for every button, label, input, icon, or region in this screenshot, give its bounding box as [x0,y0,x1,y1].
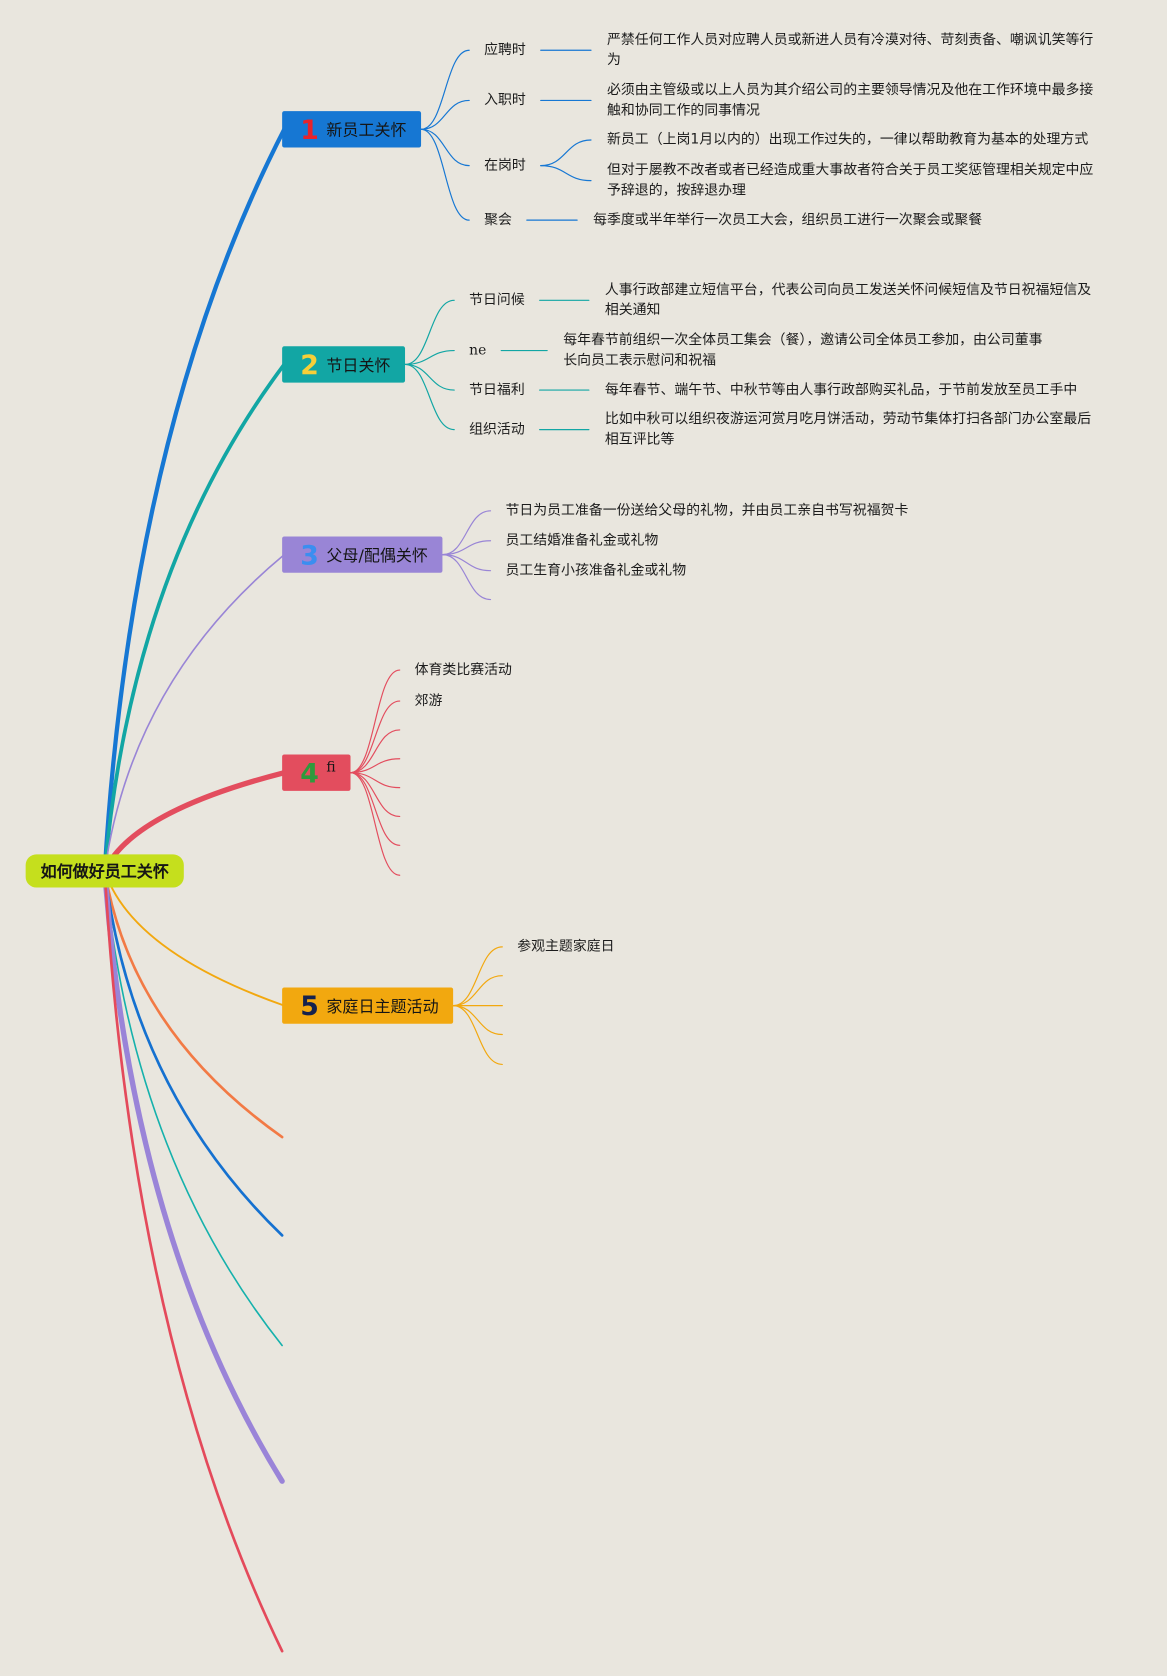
sub-topic[interactable]: 应聘时 [484,42,526,59]
detail-topic[interactable]: 但对于屡教不改者或者已经造成重大事故者符合关于员工奖惩管理相关规定中应予辞退的，… [607,162,1094,199]
sub-topic-line [404,299,455,366]
detail-topic[interactable]: 必须由主管级或以上人员为其介绍公司的主要领导情况及他在工作环境中最多接触和协同工… [607,82,1094,119]
sub-topic-line [452,1005,503,1065]
sub-topic-line [452,946,503,1007]
sub-topic[interactable]: 在岗时 [484,157,526,174]
detail-topic[interactable]: 严禁任何工作人员对应聘人员或新进人员有冷漠对待、苛刻责备、嘲讽讥笑等行为 [607,32,1094,69]
sub-topic[interactable]: 员工生育小孩准备礼金或礼物 [505,562,687,579]
sub-topic-line [452,975,503,1007]
main-branch-line [102,362,287,873]
branch-topic-3[interactable]: 3 父母/配偶关怀 [282,536,443,573]
sub-topic-line [349,669,401,774]
detail-topic[interactable]: 人事行政部建立短信平台，代表公司向员工发送关怀问候短信及节日祝福短信及相关通知 [604,282,1092,319]
detail-topic[interactable]: 新员工（上岗1月以内的）出现工作过失的，一律以帮助教育为基本的处理方式 [607,131,1089,149]
sub-topic-line [349,772,401,818]
root-topic[interactable]: 如何做好员工关怀 [25,854,184,888]
sub-topic-line [404,349,455,366]
sub-topic[interactable]: 聚会 [484,212,512,229]
detail-line [540,139,592,167]
sub-topic-line [420,128,470,221]
detail-topic[interactable]: 每季度或半年举行一次员工大会，组织员工进行一次聚会或聚餐 [593,212,983,229]
sub-topic[interactable]: 节日问候 [469,292,525,309]
detail-topic[interactable]: 比如中秋可以组织夜游运河赏月吃月饼活动，劳动节集体打扫各部门办公室最后相互评比等 [604,411,1092,448]
branch-number-marker: 2 [300,348,319,380]
main-branch-line [102,127,287,874]
sub-topic[interactable]: 节日为员工准备一份送给父母的礼物，并由员工亲自书写祝福贺卡 [505,502,909,519]
branch-number-marker: 4 [300,757,319,789]
sub-topic[interactable]: ne [469,342,487,359]
empty-branch-line [103,869,284,1139]
sub-topic-line [420,49,470,130]
detail-line [540,165,592,182]
empty-branch-line [103,870,283,1347]
sub-topic[interactable]: 节日福利 [469,382,525,399]
sub-topic-line [441,510,492,556]
empty-branch-line [103,869,284,1653]
empty-branch-line [102,868,285,1484]
main-branch-line [103,553,286,872]
branch-label: 节日关怀 [326,355,391,375]
sub-topic-line [349,758,401,774]
branch-topic-1[interactable]: 1 新员工关怀 [282,111,422,148]
sub-topic[interactable]: 体育类比赛活动 [414,662,512,679]
branch-label: 父母/配偶关怀 [326,545,428,565]
sub-topic[interactable]: 员工结婚准备礼金或礼物 [505,532,659,549]
sub-topic-line [441,554,492,572]
sub-topic-line [349,700,401,774]
branch-number-marker: 5 [300,990,319,1022]
sub-topic-line [404,363,455,431]
branch-label: 家庭日主题活动 [326,996,439,1016]
branch-number-marker: 1 [300,113,319,145]
sub-topic[interactable]: 参观主题家庭日 [517,938,615,955]
sub-topic-line [452,1005,503,1036]
sub-topic[interactable]: 组织活动 [469,421,525,438]
sub-topic-line [349,772,401,876]
sub-topic-line [420,128,470,167]
branch-topic-4[interactable]: 4 fi [282,754,351,791]
empty-branch-line [103,869,284,1237]
sub-topic-line [441,554,492,601]
sub-topic-line [404,363,455,391]
sub-topic[interactable]: 郊游 [414,693,443,710]
sub-topic-line [420,99,470,130]
main-branch-line [103,870,286,1007]
branch-topic-2[interactable]: 2 节日关怀 [282,346,406,383]
branch-label: fi [326,759,336,776]
branch-topic-5[interactable]: 5 家庭日主题活动 [282,987,454,1024]
branch-number-marker: 3 [300,539,319,571]
sub-topic-line [441,540,492,556]
sub-topic[interactable]: 入职时 [484,92,526,109]
branch-label: 新员工关怀 [326,120,407,140]
detail-topic[interactable]: 每年春节前组织一次全体员工集会（餐），邀请公司全体员工参加，由公司董事长向员工表… [563,332,1043,369]
detail-topic[interactable]: 每年春节、端午节、中秋节等由人事行政部购买礼品，于节前发放至员工手中 [604,382,1078,399]
root-topic-label: 如何做好员工关怀 [40,861,169,882]
sub-topic-line [349,772,401,846]
sub-topic-line [349,729,401,774]
